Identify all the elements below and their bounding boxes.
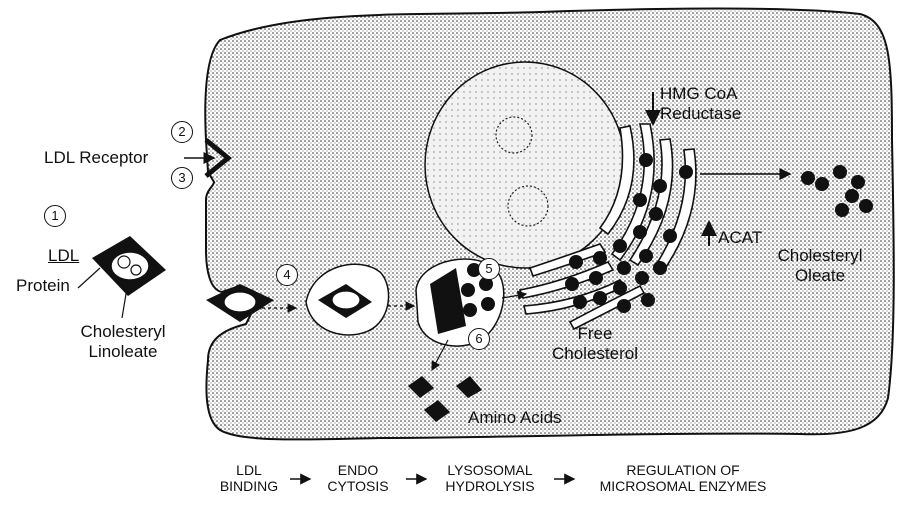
step3-line2: HYDROLYSIS [430,478,550,494]
step2-line1: ENDO [316,462,400,478]
free-line1: Free [540,324,650,344]
step3-line1: LYSOSOMAL [430,462,550,478]
ldl-receptor-label: LDL Receptor [44,148,148,168]
hmg-line1: HMG CoA [660,84,741,104]
cholesteryl-oleate-label: Cholesteryl Oleate [760,246,880,286]
step-regulation: REGULATION OF MICROSOMAL ENZYMES [578,462,788,494]
amino-acids-label: Amino Acids [468,408,562,428]
step1-line2: BINDING [214,478,284,494]
marker-4: 4 [276,264,298,286]
protein-label: Protein [16,276,70,296]
marker-3: 3 [171,167,193,189]
hmg-line2: Reductase [660,104,741,124]
step1-line1: LDL [214,462,284,478]
linoleate-line2: Linoleate [48,342,198,362]
oleate-line1: Cholesteryl [760,246,880,266]
marker-2: 2 [171,121,193,143]
acat-label: ACAT [718,228,762,248]
linoleate-line1: Cholesteryl [48,322,198,342]
step-ldl-binding: LDL BINDING [214,462,284,494]
step2-line2: CYTOSIS [316,478,400,494]
cholesteryl-linoleate-label: Cholesteryl Linoleate [48,322,198,362]
marker-6: 6 [468,328,490,350]
ldl-label: LDL [48,246,79,266]
ldl-particle [92,236,166,296]
oleate-line2: Oleate [760,266,880,286]
step4-line2: MICROSOMAL ENZYMES [578,478,788,494]
protein-pointer [78,268,100,288]
free-cholesterol-label: Free Cholesterol [540,324,650,364]
free-line2: Cholesterol [540,344,650,364]
marker-1: 1 [44,205,66,227]
step-endocytosis: ENDO CYTOSIS [316,462,400,494]
nucleus [425,62,625,268]
marker-5: 5 [478,258,500,280]
step4-line1: REGULATION OF [578,462,788,478]
hmg-coa-label: HMG CoA Reductase [660,84,741,124]
step-lysosomal-hydrolysis: LYSOSOMAL HYDROLYSIS [430,462,550,494]
